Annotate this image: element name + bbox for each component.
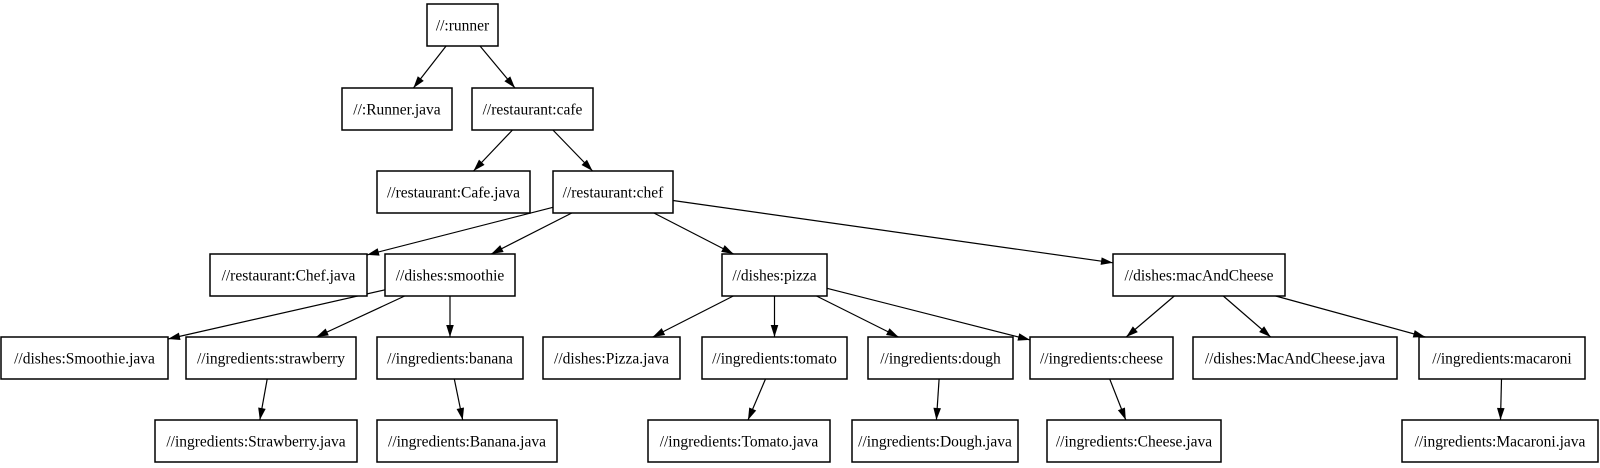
graph-node-label: //dishes:Smoothie.java [14, 351, 155, 368]
graph-node-label: //ingredients:Cheese.java [1056, 434, 1212, 451]
graph-node-box [1418, 336, 1586, 380]
graph-node-box [1112, 253, 1286, 297]
graph-node-pizza: //dishes:pizza [721, 253, 828, 297]
graph-node-label: //ingredients:macaroni [1432, 351, 1572, 368]
graph-edge-chef-to-chef-java [366, 206, 554, 256]
graph-edge-smoothie-to-smoothie-java [167, 289, 386, 341]
graph-node-label: //dishes:Pizza.java [554, 351, 669, 368]
graph-node-macaroni: //ingredients:macaroni [1418, 336, 1586, 380]
graph-node-cafe: //restaurant:cafe [471, 87, 594, 131]
graph-node-box [1029, 336, 1174, 380]
graph-node-mac-and-cheese-java: //dishes:MacAndCheese.java [1192, 336, 1398, 380]
graph-node-banana: //ingredients:banana [376, 336, 524, 380]
graph-node-pizza-java: //dishes:Pizza.java [542, 336, 681, 380]
graph-node-box [384, 253, 516, 297]
graph-node-label: //ingredients:Banana.java [388, 434, 546, 451]
graph-node-label: //ingredients:tomato [712, 351, 837, 368]
graph-edge-runner-to-runner-java [412, 45, 447, 89]
graph-node-label: //ingredients:Macaroni.java [1415, 434, 1586, 451]
graph-node-label: //dishes:smoothie [396, 268, 505, 285]
graph-node-strawberry: //ingredients:strawberry [185, 336, 357, 380]
graph-node-box [426, 3, 499, 47]
graph-node-label: //ingredients:cheese [1040, 351, 1163, 368]
graph-edge-cafe-to-cafe-java [473, 129, 513, 172]
graph-node-box [376, 419, 558, 463]
graph-node-box [721, 253, 828, 297]
graph-node-chef-java: //restaurant:Chef.java [209, 253, 368, 297]
graph-node-mac-and-cheese: //dishes:macAndCheese [1112, 253, 1286, 297]
graph-edge-smoothie-to-strawberry [316, 295, 405, 338]
graph-node-box [552, 170, 674, 214]
graph-node-label: //ingredients:banana [387, 351, 513, 368]
graph-node-cheese-java: //ingredients:Cheese.java [1046, 419, 1222, 463]
graph-node-tomato-java: //ingredients:Tomato.java [647, 419, 831, 463]
graph-node-runner: //:runner [426, 3, 499, 47]
graph-node-label: //ingredients:Strawberry.java [166, 434, 345, 451]
graph-edge-mac-and-cheese-to-macaroni [1275, 295, 1426, 338]
graph-edge-dough-to-dough-java [933, 378, 941, 421]
graph-node-macaroni-java: //ingredients:Macaroni.java [1401, 419, 1599, 463]
graph-edge-banana-to-banana-java [453, 378, 465, 421]
graph-edge-chef-to-smoothie [490, 212, 573, 255]
graph-node-label: //ingredients:dough [880, 351, 1001, 368]
graph-edge-strawberry-to-strawberry-java [258, 378, 268, 421]
graph-node-box [185, 336, 357, 380]
graph-node-strawberry-java: //ingredients:Strawberry.java [154, 419, 358, 463]
graph-node-smoothie-java: //dishes:Smoothie.java [0, 336, 169, 380]
graph-node-box [867, 336, 1014, 380]
graph-node-box [647, 419, 831, 463]
graph-edge-chef-to-mac-and-cheese [672, 199, 1114, 265]
graph-edge-pizza-to-cheese [826, 287, 1031, 341]
graph-node-label: //restaurant:cafe [483, 102, 583, 119]
graph-node-label: //ingredients:Dough.java [858, 434, 1012, 451]
graph-edge-mac-and-cheese-to-mac-and-cheese-java [1222, 295, 1272, 338]
graph-node-label: //ingredients:strawberry [197, 351, 345, 368]
graph-node-label: //restaurant:chef [563, 185, 665, 202]
graph-node-box [0, 336, 169, 380]
graph-node-dough: //ingredients:dough [867, 336, 1014, 380]
graph-node-box [376, 170, 531, 214]
graph-node-box [542, 336, 681, 380]
graph-edge-chef-to-pizza [653, 212, 734, 255]
graph-node-box [209, 253, 368, 297]
graph-node-tomato: //ingredients:tomato [701, 336, 848, 380]
graph-node-banana-java: //ingredients:Banana.java [376, 419, 558, 463]
graph-edge-cafe-to-chef [552, 129, 594, 172]
graph-node-label: //:runner [436, 18, 490, 35]
graph-node-box [471, 87, 594, 131]
graph-edge-tomato-to-tomato-java [747, 378, 767, 421]
graph-node-label: //dishes:pizza [732, 268, 816, 285]
graph-node-chef: //restaurant:chef [552, 170, 674, 214]
graph-node-label: //restaurant:Cafe.java [387, 185, 520, 202]
graph-edge-pizza-to-pizza-java [652, 295, 734, 338]
graph-node-runner-java: //:Runner.java [341, 87, 453, 131]
graph-edge-macaroni-to-macaroni-java [1496, 378, 1505, 421]
graph-node-smoothie: //dishes:smoothie [384, 253, 516, 297]
nodes-layer: //:runner //:Runner.java //restaurant:cafe… [0, 3, 1599, 463]
graph-edge-mac-and-cheese-to-cheese [1125, 295, 1175, 338]
graph-node-box [341, 87, 453, 131]
graph-node-label: //:Runner.java [353, 102, 441, 119]
graph-node-box [1046, 419, 1222, 463]
edges-layer [167, 45, 1505, 421]
graph-node-box [701, 336, 848, 380]
graph-node-box [1192, 336, 1398, 380]
graph-node-box [851, 419, 1019, 463]
graph-node-dough-java: //ingredients:Dough.java [851, 419, 1019, 463]
graph-edge-runner-to-cafe [479, 45, 516, 89]
graph-node-box [1401, 419, 1599, 463]
graph-node-label: //dishes:macAndCheese [1125, 268, 1274, 285]
graph-node-cheese: //ingredients:cheese [1029, 336, 1174, 380]
graph-node-cafe-java: //restaurant:Cafe.java [376, 170, 531, 214]
graph-node-label: //ingredients:Tomato.java [660, 434, 819, 451]
graph-node-box [376, 336, 524, 380]
graph-edge-cheese-to-cheese-java [1109, 378, 1127, 421]
graph-edge-pizza-to-dough [816, 295, 899, 338]
graph-node-label: //restaurant:Chef.java [222, 268, 356, 285]
graph-node-label: //dishes:MacAndCheese.java [1205, 351, 1385, 368]
graph-node-box [154, 419, 358, 463]
